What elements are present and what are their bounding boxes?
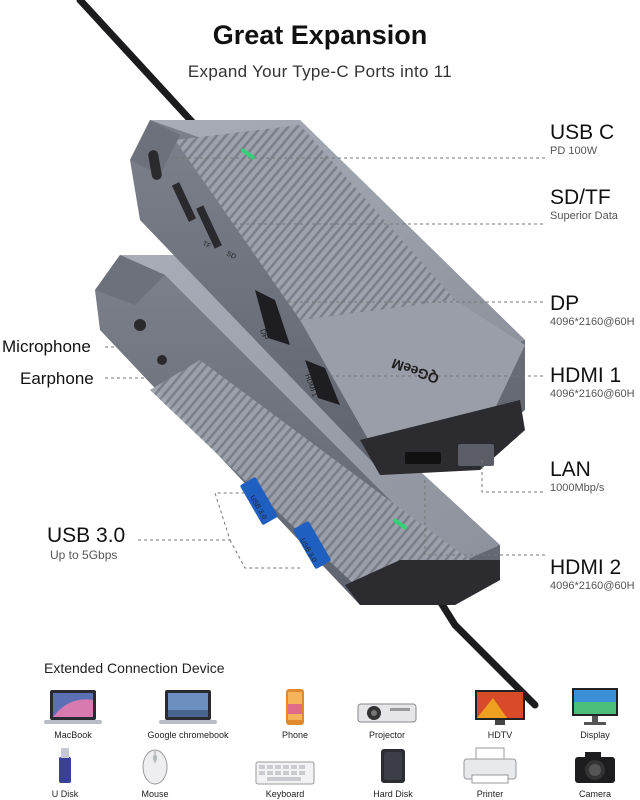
device-label: Google chromebook xyxy=(147,730,229,740)
device-hdtv: HDTV xyxy=(445,686,555,740)
device-printer: Printer xyxy=(435,745,545,799)
device-chromebook: Google chromebook xyxy=(133,686,243,740)
device-display: Display xyxy=(540,686,640,740)
callout-lan-name: LAN xyxy=(550,458,591,481)
callout-usb-c: USB C PD 100W xyxy=(550,121,614,157)
callout-usb-c-name: USB C xyxy=(550,121,615,144)
device-label: Phone xyxy=(281,730,309,740)
callout-lan: LAN 1000Mbp/s xyxy=(550,458,604,494)
svg-text:SD: SD xyxy=(225,250,237,260)
device-label: Keyboard xyxy=(265,789,305,799)
callout-hdmi2-name: HDMI 2 xyxy=(550,556,622,579)
device-keyboard: Keyboard xyxy=(230,745,340,799)
device-label: HDTV xyxy=(487,730,513,740)
callout-hdmi1: HDMI 1 4096*2160@60H xyxy=(550,364,635,400)
callout-sd-tf-spec: Superior Data xyxy=(550,210,618,222)
projector-icon xyxy=(357,703,417,723)
callout-usb3-spec: Up to 5Gbps xyxy=(50,548,118,562)
callout-dp-name: DP xyxy=(550,292,580,315)
device-u-disk: U Disk xyxy=(10,745,120,799)
device-label: U Disk xyxy=(51,789,79,799)
page-subtitle: Expand Your Type-C Ports into 11 xyxy=(187,62,453,81)
chromebook-icon xyxy=(159,690,217,724)
device-projector: Projector xyxy=(332,686,442,740)
callout-usb-c-spec: PD 100W xyxy=(550,145,598,157)
device-label: Projector xyxy=(368,730,405,740)
top-cable xyxy=(76,0,199,129)
page-title: Great Expansion xyxy=(212,20,428,50)
device-camera: Camera xyxy=(540,745,640,799)
device-hard-disk: Hard Disk xyxy=(338,745,448,799)
callout-hdmi1-name: HDMI 1 xyxy=(550,364,622,387)
device-label: Hard Disk xyxy=(373,789,413,799)
callout-usb3: USB 3.0 Up to 5Gbps xyxy=(47,524,125,562)
callout-lan-spec: 1000Mbp/s xyxy=(550,482,605,494)
printer-icon xyxy=(463,747,517,784)
device-mouse: Mouse xyxy=(100,745,210,799)
device-label: Display xyxy=(580,730,610,740)
usb-drive-icon xyxy=(59,748,71,783)
callout-sd-tf-name: SD/TF xyxy=(550,186,611,209)
phone-icon xyxy=(286,689,304,725)
callout-dp-spec: 4096*2160@60H xyxy=(550,316,635,328)
tv-icon xyxy=(475,690,525,725)
device-macbook: MacBook xyxy=(18,686,128,740)
device-phone: Phone xyxy=(240,686,350,740)
device-label: Camera xyxy=(578,789,611,799)
svg-text:DP: DP xyxy=(258,328,270,342)
callout-hdmi2: HDMI 2 4096*2160@60H xyxy=(550,556,635,592)
hard-disk-icon xyxy=(381,749,405,783)
callout-usb3-name: USB 3.0 xyxy=(47,524,126,547)
callout-earphone: Earphone xyxy=(20,369,94,388)
device-label: MacBook xyxy=(54,730,92,740)
upper-hub-body: QGeeM TF SD DP HDMI 1 USB 3.0 USB 3.0 xyxy=(130,120,525,564)
callout-dp: DP 4096*2160@60H xyxy=(550,292,635,328)
svg-text:TF: TF xyxy=(201,240,212,250)
device-label: Printer xyxy=(476,789,504,799)
lower-hub-body xyxy=(95,255,500,605)
device-label: Mouse xyxy=(141,789,169,799)
camera-icon xyxy=(575,752,615,783)
laptop-icon xyxy=(44,690,102,724)
callout-microphone: Microphone xyxy=(2,337,91,356)
callout-lines xyxy=(105,157,545,569)
keyboard-icon xyxy=(255,761,315,785)
extended-heading: Extended Connection Device xyxy=(44,660,225,676)
callout-hdmi1-spec: 4096*2160@60H xyxy=(550,388,635,400)
callout-sd-tf: SD/TF Superior Data xyxy=(550,186,618,222)
monitor-icon xyxy=(572,688,618,725)
mouse-icon xyxy=(142,749,168,785)
callout-hdmi2-spec: 4096*2160@60H xyxy=(550,580,635,592)
